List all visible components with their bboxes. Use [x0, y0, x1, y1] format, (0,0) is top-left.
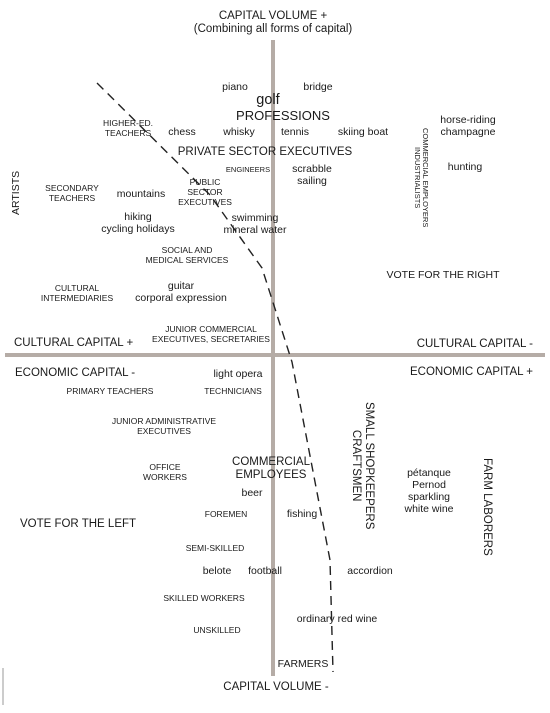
taste-hunting: hunting: [447, 161, 483, 173]
taste-football: football: [248, 565, 282, 577]
taste-beer: beer: [241, 487, 263, 499]
occupation-technicians: TECHNICIANS: [204, 386, 262, 396]
taste-golf: golf: [256, 92, 280, 108]
economic-capital-minus-label: ECONOMIC CAPITAL -: [15, 367, 136, 379]
cultural-capital-plus-label: CULTURAL CAPITAL +: [14, 337, 134, 349]
taste-belote: belote: [202, 565, 232, 577]
occupation-farmers: FARMERS: [277, 658, 329, 670]
occupation-public-sector-executives: PUBLIC SECTOR EXECUTIVES: [178, 177, 232, 207]
capital-volume-minus-label: CAPITAL VOLUME -: [223, 681, 329, 693]
capital-volume-note: (Combining all forms of capital): [193, 23, 353, 35]
occupation-semi-skilled: SEMI-SKILLED: [185, 543, 245, 553]
taste-light-opera: light opera: [213, 368, 263, 380]
occupation-junior-administrative-executives: JUNIOR ADMINISTRATIVE EXECUTIVES: [111, 416, 217, 436]
taste-mountains: mountains: [116, 188, 166, 200]
taste-swimming-mineral-water: swimming mineral water: [223, 212, 287, 237]
taste-hiking-cycling: hiking cycling holidays: [101, 211, 175, 236]
occupation-professions: PROFESSIONS: [236, 108, 330, 123]
occupation-secondary-teachers: SECONDARY TEACHERS: [45, 183, 99, 203]
occupation-skilled-workers: SKILLED WORKERS: [163, 593, 245, 603]
economic-capital-plus-label: ECONOMIC CAPITAL +: [409, 366, 533, 378]
taste-scrabble-sailing: scrabble sailing: [292, 163, 332, 188]
occupation-higher-ed-teachers: HIGHER-ED. TEACHERS: [102, 118, 154, 138]
taste-tennis: tennis: [280, 126, 310, 138]
occupation-foremen: FOREMEN: [204, 509, 248, 519]
occupation-junior-commercial-executives: JUNIOR COMMERCIAL EXECUTIVES, SECRETARIE…: [152, 324, 270, 344]
taste-bridge: bridge: [303, 81, 333, 93]
occupation-small-shopkeepers-craftsmen: SMALL SHOPKEEPERS CRAFTSMEN: [350, 402, 375, 530]
taste-chess: chess: [168, 126, 196, 138]
occupation-farm-laborers: FARM LABORERS: [481, 458, 493, 556]
taste-fishing: fishing: [286, 508, 318, 520]
taste-ordinary-red-wine: ordinary red wine: [296, 613, 378, 625]
occupation-office-workers: OFFICE WORKERS: [143, 462, 187, 482]
occupation-cultural-intermediaries: CULTURAL INTERMEDIARIES: [40, 283, 114, 303]
capital-volume-plus-label: CAPITAL VOLUME +: [218, 10, 328, 22]
taste-guitar-corporal-expression: guitar corporal expression: [135, 280, 227, 305]
occupation-unskilled: UNSKILLED: [193, 625, 241, 635]
politics-vote-left: VOTE FOR THE LEFT: [19, 518, 137, 530]
politics-vote-right: VOTE FOR THE RIGHT: [386, 269, 500, 281]
occupation-artists: ARTISTS: [10, 170, 22, 215]
taste-skiing-boat: skiing boat: [337, 126, 389, 138]
occupation-social-medical-services: SOCIAL AND MEDICAL SERVICES: [145, 245, 229, 265]
taste-horse-riding-champagne: horse-riding champagne: [440, 114, 496, 139]
occupation-commercial-employers-industrialists: COMMERCIAL EMPLOYERS INDUSTRIALISTS: [412, 128, 430, 228]
occupation-commercial-employees: COMMERCIAL EMPLOYEES: [232, 456, 310, 482]
taste-accordion: accordion: [347, 565, 393, 577]
occupation-primary-teachers: PRIMARY TEACHERS: [66, 386, 154, 396]
occupation-engineers: ENGINEERS: [225, 165, 271, 174]
occupation-private-sector-executives: PRIVATE SECTOR EXECUTIVES: [177, 146, 353, 158]
taste-piano: piano: [222, 81, 248, 93]
taste-petanque-pernod-sparkling-white-wine: pétanque Pernod sparkling white wine: [404, 467, 454, 516]
taste-whisky: whisky: [223, 126, 255, 138]
cultural-capital-minus-label: CULTURAL CAPITAL -: [416, 338, 533, 350]
